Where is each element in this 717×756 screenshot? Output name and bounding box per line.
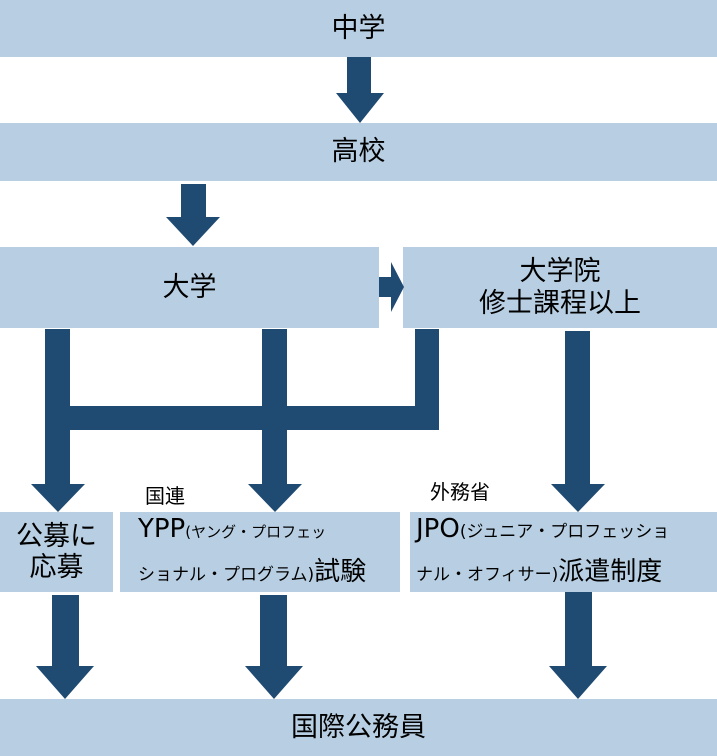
- node-junior-high: 中学: [0, 0, 717, 57]
- arrow-down-icon: [336, 93, 384, 123]
- node-ypp-line2: ショナル・プログラム)試験: [138, 552, 366, 595]
- arrow-down-icon: [36, 666, 94, 699]
- arrow-high-to-university-shaft: [181, 184, 206, 218]
- node-jpo-abbr: JPO: [416, 514, 460, 544]
- arrow-down-icon: [245, 666, 303, 699]
- arrow-down-icon: [248, 484, 302, 512]
- node-ypp-abbr: YPP: [138, 514, 186, 544]
- arrow-right-icon: [391, 262, 404, 312]
- node-open-recruitment-line1: 公募に: [16, 520, 97, 552]
- node-grad-school-line1: 大学院: [519, 256, 601, 288]
- node-jpo-line1: JPO(ジュニア・プロフェッショ: [416, 509, 669, 552]
- arrow-junior-to-high-shaft: [347, 57, 371, 93]
- arrow-university-to-grad-shaft: [379, 277, 392, 297]
- arrow-ypp-shaft: [260, 595, 287, 667]
- label-mofa: 外務省: [430, 480, 490, 504]
- node-ypp-paren-line2: ショナル・プログラム): [138, 565, 315, 585]
- label-un: 国連: [145, 484, 185, 508]
- node-jpo-paren-line1: (ジュニア・プロフェッショ: [459, 522, 670, 542]
- node-open-recruitment: 公募に 応募: [0, 512, 113, 592]
- node-high-school: 高校: [0, 123, 717, 181]
- node-junior-high-label: 中学: [331, 12, 386, 44]
- node-jpo-line2: ナル・オフィサー)派遣制度: [416, 552, 669, 595]
- arrow-jpo-shaft: [565, 592, 592, 667]
- node-international-civil-servant: 国際公務員: [0, 699, 717, 756]
- node-ypp-line1: YPP(ヤング・プロフェッ: [138, 509, 366, 552]
- arrow-down-icon: [549, 666, 607, 699]
- node-high-school-label: 高校: [331, 136, 386, 168]
- arrow-down-icon: [551, 484, 605, 512]
- node-university-label: 大学: [162, 271, 217, 303]
- node-ypp: YPP(ヤング・プロフェッ ショナル・プログラム)試験: [120, 512, 400, 592]
- arrow-down-icon: [166, 217, 220, 246]
- node-jpo-paren-line2: ナル・オフィサー): [416, 565, 559, 585]
- node-ypp-suffix: 試験: [314, 557, 367, 587]
- node-grad-school-line2: 修士課程以上: [479, 287, 641, 319]
- node-jpo-suffix: 派遣制度: [558, 557, 663, 587]
- node-university: 大学: [0, 247, 379, 328]
- arrow-grad-to-jpo-shaft: [565, 331, 590, 486]
- arrow-open-recruitment-shaft: [52, 595, 79, 667]
- node-international-civil-servant-label: 国際公務員: [291, 711, 426, 743]
- branch-horizontal-bar: [45, 406, 439, 430]
- node-jpo: JPO(ジュニア・プロフェッショ ナル・オフィサー)派遣制度: [410, 512, 717, 592]
- arrow-down-icon: [31, 484, 85, 512]
- node-grad-school: 大学院 修士課程以上: [403, 247, 717, 328]
- node-ypp-paren-line1: (ヤング・プロフェッ: [185, 523, 327, 541]
- node-open-recruitment-line2: 応募: [29, 552, 84, 583]
